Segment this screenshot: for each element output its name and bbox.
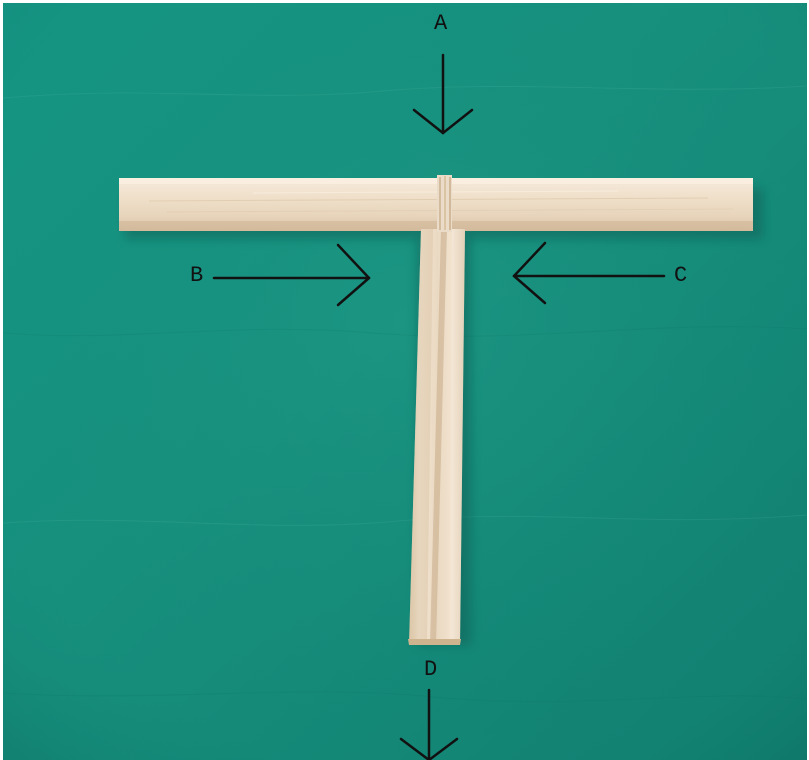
joint-wrap <box>437 175 452 232</box>
wooden-t-photo <box>3 3 807 760</box>
label-d: D <box>424 659 437 681</box>
horizontal-stick <box>119 178 753 231</box>
photo-artwork <box>3 3 807 760</box>
label-a: A <box>434 13 447 35</box>
label-b: B <box>190 265 203 287</box>
background-vignette <box>3 3 807 760</box>
label-c: C <box>674 265 687 287</box>
